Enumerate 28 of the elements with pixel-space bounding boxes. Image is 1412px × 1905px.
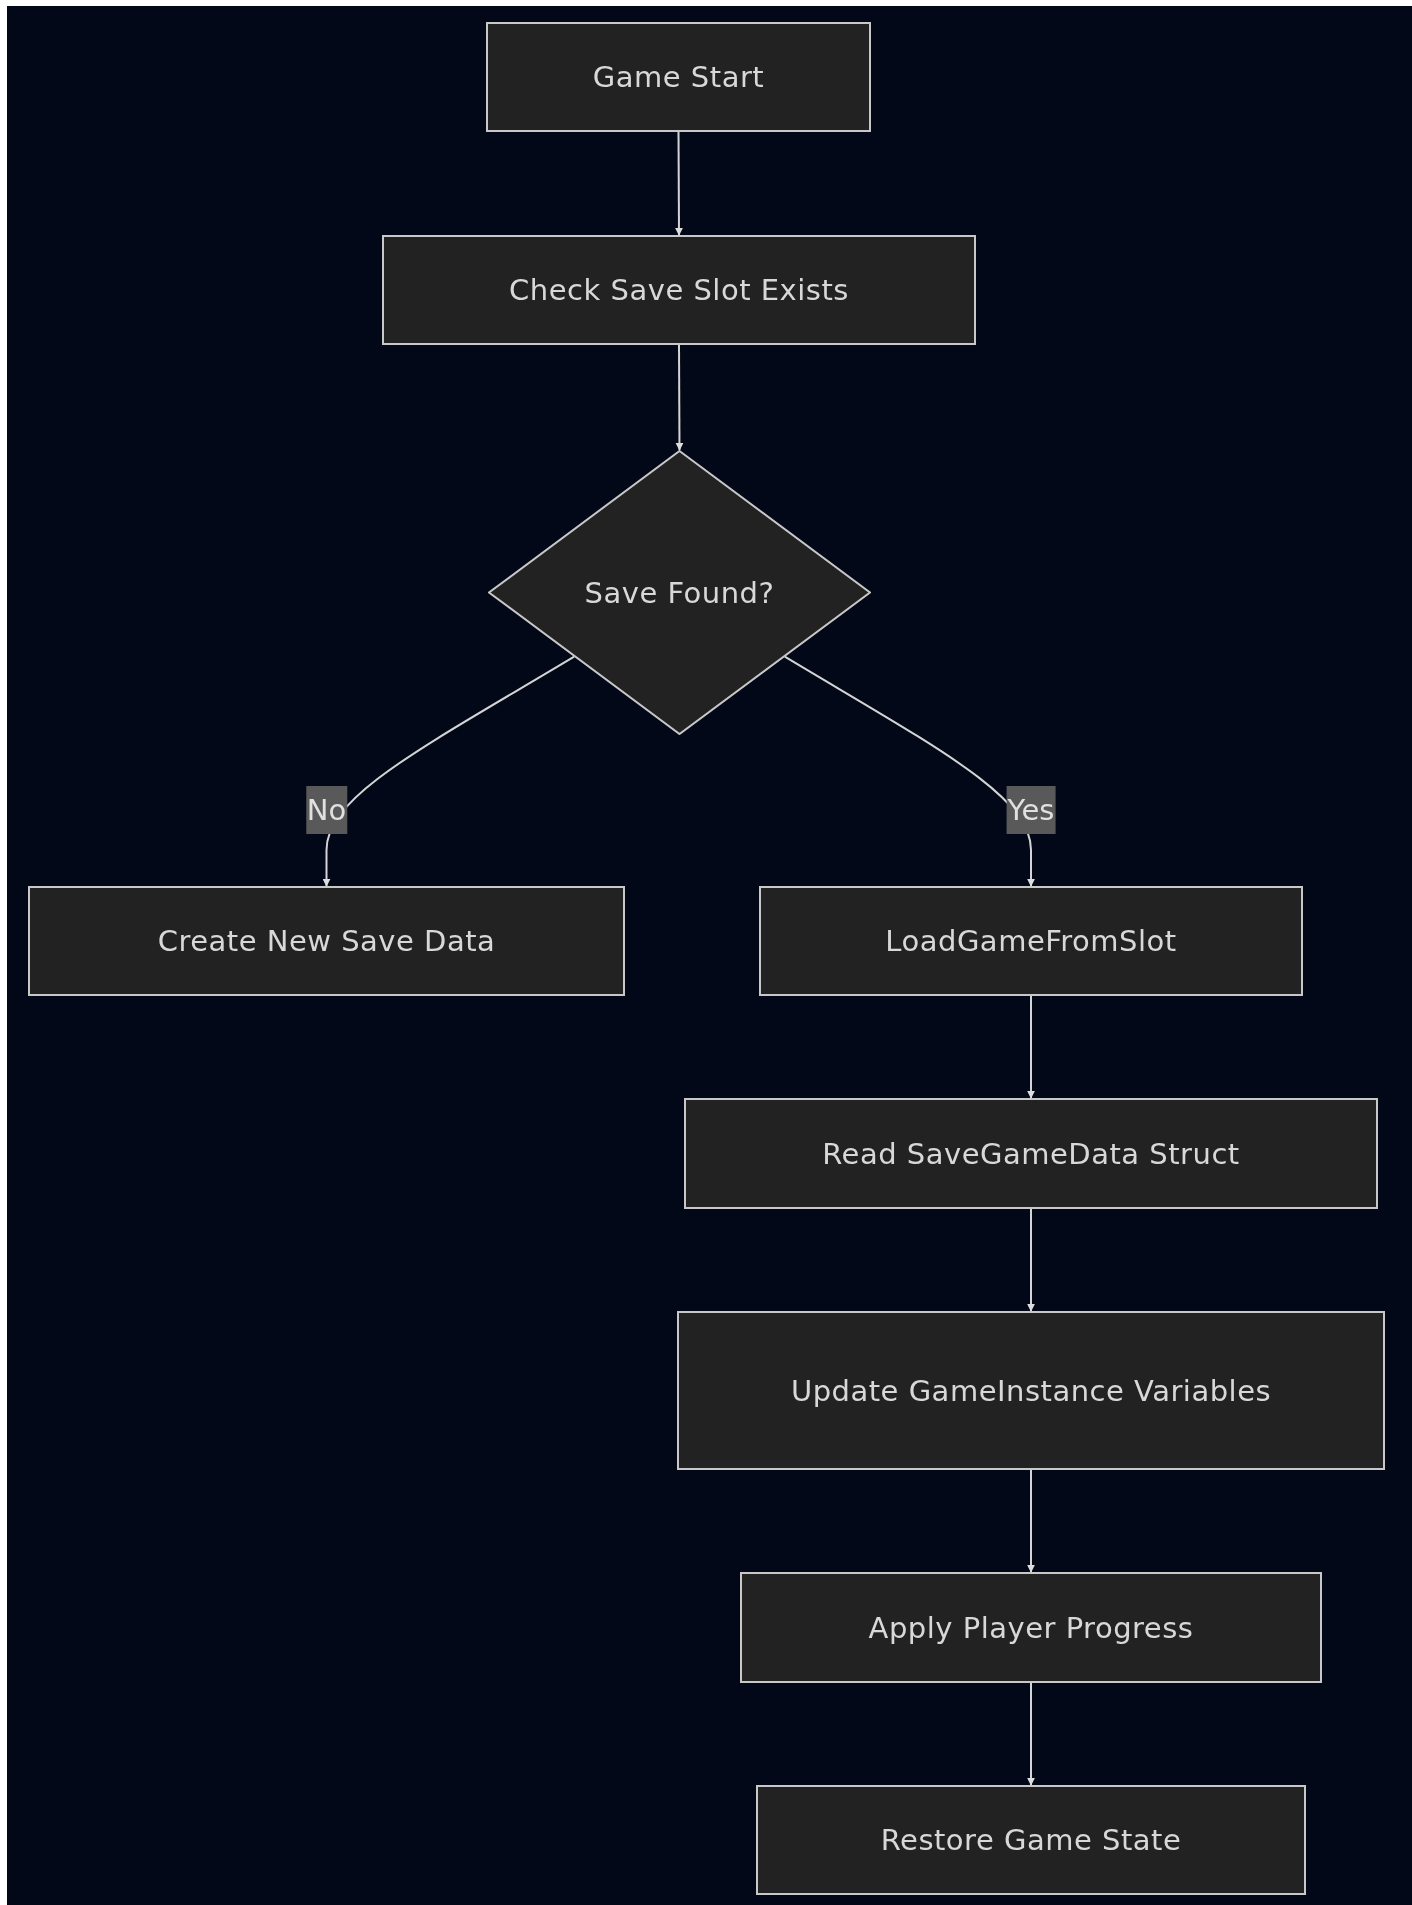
node-label: Save Found? [584, 574, 775, 612]
node-label: Create New Save Data [157, 923, 496, 960]
arrow [1024, 1469, 1038, 1573]
edge-label: No [305, 786, 348, 834]
process-box [740, 1572, 1322, 1683]
process-box [486, 22, 871, 132]
edge-label: Yes [1006, 786, 1056, 834]
node-label: Read SaveGameData Struct [822, 1135, 1240, 1173]
process-box [759, 886, 1303, 996]
arrow [783, 655, 1038, 887]
arrow [1024, 1682, 1038, 1786]
process-box [28, 886, 625, 996]
process-box [684, 1098, 1378, 1209]
node-label: Apply Player Progress [868, 1609, 1194, 1647]
arrow [673, 344, 686, 451]
arrow [1024, 1208, 1038, 1312]
node-label: LoadGameFromSlot [885, 923, 1177, 960]
arrow [672, 131, 686, 236]
process-box [677, 1311, 1385, 1470]
node-label: Check Save Slot Exists [509, 272, 849, 309]
node-label: Game Start [592, 59, 765, 96]
node-label: Restore Game State [880, 1822, 1182, 1859]
decision-diamond [488, 450, 871, 735]
arrow [320, 655, 576, 887]
node-label: Update GameInstance Variables [790, 1372, 1272, 1410]
process-box [382, 235, 976, 345]
process-box [756, 1785, 1306, 1895]
arrow [1024, 995, 1038, 1099]
